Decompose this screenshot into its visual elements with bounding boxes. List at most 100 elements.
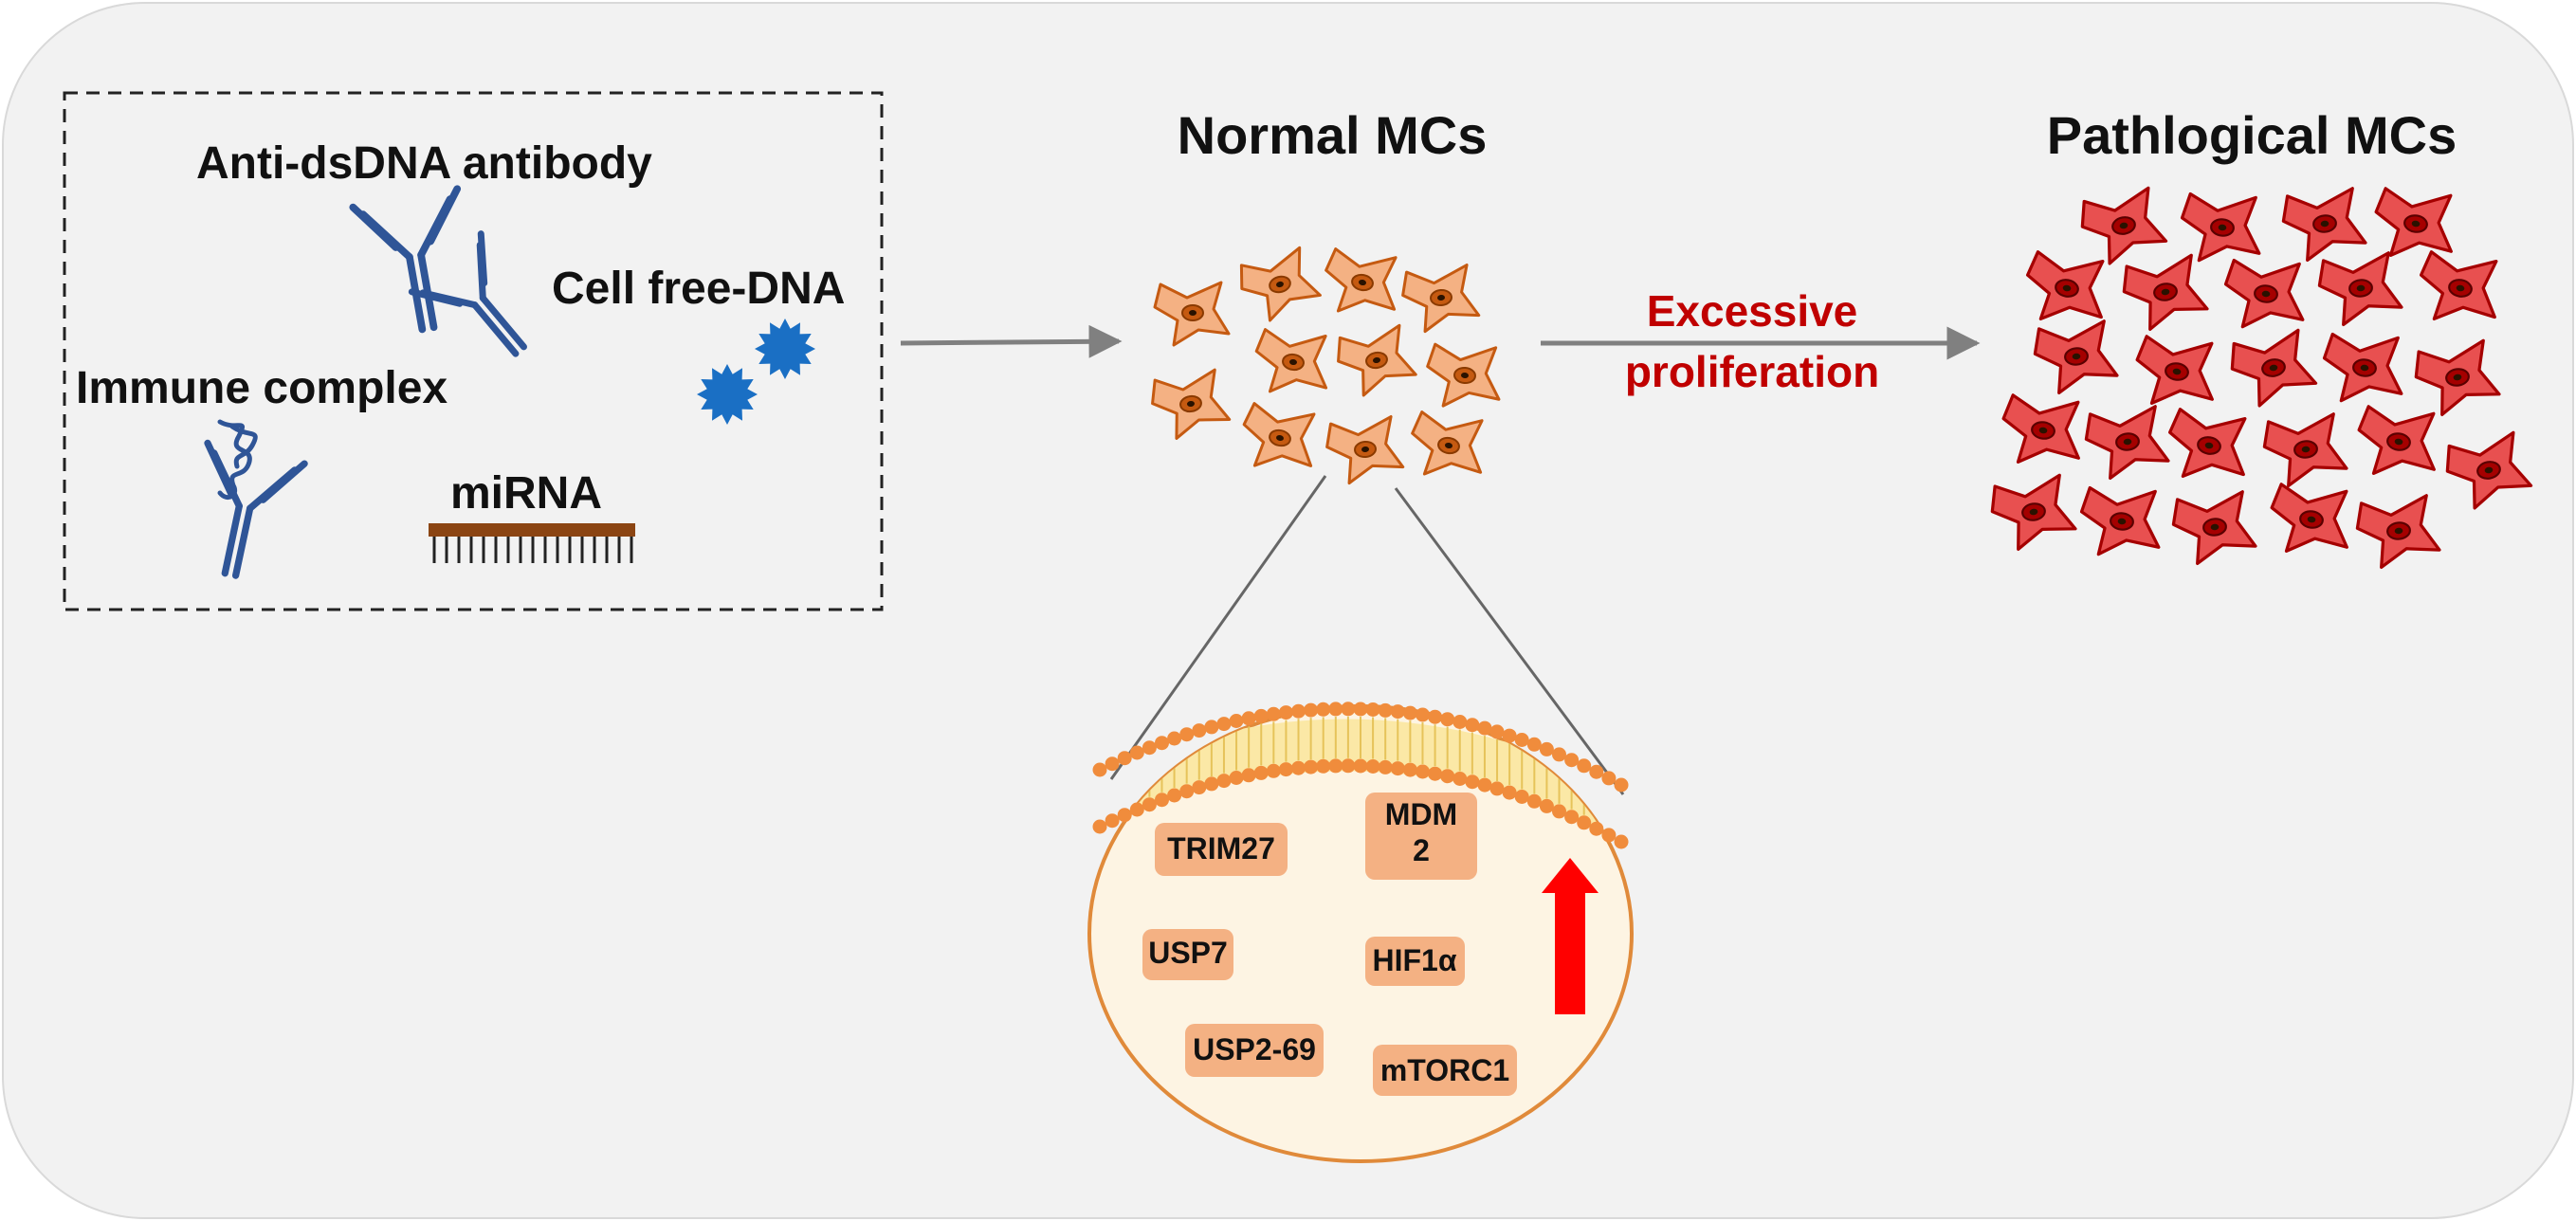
phospholipid-head bbox=[1614, 834, 1629, 849]
upregulation-arrow-icon bbox=[1542, 858, 1599, 1014]
phospholipid-head bbox=[1179, 727, 1195, 742]
pathological-mc-cell bbox=[2230, 328, 2318, 408]
phospholipid-head bbox=[1502, 728, 1517, 743]
phospholipid-head bbox=[1142, 797, 1157, 812]
phospholipid-head bbox=[1526, 793, 1542, 809]
phospholipid-head bbox=[1204, 776, 1219, 792]
pathological-mcs-cluster bbox=[1990, 186, 2533, 570]
phospholipid-head bbox=[1614, 777, 1629, 793]
phospholipid-head bbox=[1304, 759, 1319, 775]
protein-trim27: TRIM27 bbox=[1155, 823, 1288, 876]
phospholipid-head bbox=[1539, 798, 1554, 813]
phospholipid-head bbox=[1304, 702, 1319, 718]
phospholipid-head bbox=[1353, 702, 1368, 717]
phospholipid-head bbox=[1428, 709, 1443, 724]
svg-text:USP2-69: USP2-69 bbox=[1193, 1032, 1316, 1066]
phospholipid-head bbox=[1316, 758, 1331, 774]
phospholipid-head bbox=[1092, 762, 1107, 777]
pathological-mc-cell bbox=[2262, 412, 2348, 488]
phospholipid-head bbox=[1241, 768, 1256, 783]
phospholipid-head bbox=[1514, 790, 1529, 804]
phospholipid-head bbox=[1129, 745, 1144, 760]
phospholipid-head bbox=[1253, 708, 1269, 723]
phospholipid-head bbox=[1229, 771, 1244, 785]
pathological-mc-cell bbox=[2317, 251, 2403, 327]
immune-complex-label: Immune complex bbox=[76, 363, 448, 413]
phospholipid-head bbox=[1105, 813, 1120, 829]
protein-hif1a: HIF1α bbox=[1365, 937, 1465, 986]
phospholipid-head bbox=[1278, 762, 1293, 777]
phospholipid-head bbox=[1155, 736, 1169, 751]
phospholipid-head bbox=[1353, 758, 1368, 774]
mirna-icon bbox=[429, 523, 635, 563]
protein-mdm2: MDM 2 bbox=[1365, 793, 1477, 880]
pathological-mc-cell bbox=[2122, 253, 2209, 331]
pathological-mc-cell bbox=[2414, 338, 2501, 416]
stimuli-to-normal-arrow bbox=[900, 324, 1123, 358]
phospholipid-head bbox=[1216, 717, 1232, 732]
phospholipid-head bbox=[1577, 815, 1592, 830]
pathological-mc-cell bbox=[2223, 258, 2305, 329]
phospholipid-head bbox=[1192, 723, 1207, 738]
pathological-mc-cell bbox=[2374, 187, 2453, 257]
normal-mcs-cluster bbox=[1151, 246, 1501, 485]
anti-dsdna-antibody-label: Anti-dsDNA antibody bbox=[196, 138, 652, 189]
normal-mc-cell bbox=[1337, 323, 1417, 397]
phospholipid-head bbox=[1552, 747, 1566, 762]
pathological-mc-cell bbox=[2270, 483, 2348, 553]
phospholipid-head bbox=[1477, 777, 1492, 793]
phospholipid-head bbox=[1589, 821, 1604, 836]
pathological-mc-cell bbox=[2033, 319, 2119, 395]
phospholipid-head bbox=[1452, 772, 1468, 786]
normal-mc-cell bbox=[1242, 402, 1316, 467]
normal-mc-cell bbox=[1426, 342, 1501, 408]
phospholipid-head bbox=[1489, 781, 1505, 796]
phospholipid-head bbox=[1416, 707, 1430, 722]
phospholipid-head bbox=[1452, 715, 1468, 729]
phospholipid-head bbox=[1378, 759, 1393, 775]
pathological-mc-cell bbox=[2357, 405, 2436, 475]
pathological-mc-cell bbox=[2355, 494, 2441, 570]
dna-star-icon bbox=[755, 319, 815, 379]
phospholipid-head bbox=[1266, 763, 1281, 778]
phospholipid-head bbox=[1416, 764, 1430, 779]
protein-usp2-69: USP2-69 bbox=[1185, 1024, 1324, 1077]
protein-usp7: USP7 bbox=[1142, 929, 1233, 980]
normal-mc-cell bbox=[1151, 368, 1232, 440]
antibody-icon bbox=[408, 230, 527, 357]
pathological-mc-cell bbox=[2001, 393, 2080, 464]
phospholipid-head bbox=[1502, 785, 1517, 800]
phospholipid-head bbox=[1341, 702, 1356, 717]
phospholipid-head bbox=[1341, 758, 1356, 774]
pathological-mc-cell bbox=[2084, 405, 2170, 481]
normal-mc-cell bbox=[1325, 415, 1405, 485]
phospholipid-head bbox=[1316, 702, 1331, 717]
phospholipid-head bbox=[1241, 711, 1256, 726]
svg-text:USP7: USP7 bbox=[1148, 936, 1228, 970]
svg-text:mTORC1: mTORC1 bbox=[1380, 1053, 1509, 1087]
phospholipid-head bbox=[1378, 702, 1393, 718]
phospholipid-head bbox=[1552, 804, 1566, 819]
normal-mcs-title: Normal MCs bbox=[1178, 105, 1488, 165]
pathological-mc-cell bbox=[1990, 473, 2077, 551]
phospholipid-head bbox=[1278, 705, 1293, 720]
zoom-line-right bbox=[1394, 487, 1625, 795]
phospholipid-head bbox=[1489, 724, 1505, 739]
phospholipid-head bbox=[1155, 793, 1169, 808]
proliferation-label: proliferation bbox=[1625, 347, 1879, 396]
phospholipid-head bbox=[1564, 810, 1580, 825]
phospholipid-head bbox=[1440, 712, 1455, 727]
phospholipid-head bbox=[1402, 762, 1417, 777]
phospholipid-head bbox=[1117, 751, 1132, 766]
mirna-label: miRNA bbox=[450, 468, 602, 519]
phospholipid-head bbox=[1601, 828, 1617, 843]
phospholipid-head bbox=[1179, 784, 1195, 799]
phospholipid-head bbox=[1266, 706, 1281, 721]
pathological-mc-cell bbox=[2445, 430, 2533, 510]
phospholipid-head bbox=[1601, 771, 1617, 786]
phospholipid-head bbox=[1477, 720, 1492, 736]
phospholipid-head bbox=[1167, 788, 1182, 803]
normal-mc-cell bbox=[1239, 246, 1322, 322]
